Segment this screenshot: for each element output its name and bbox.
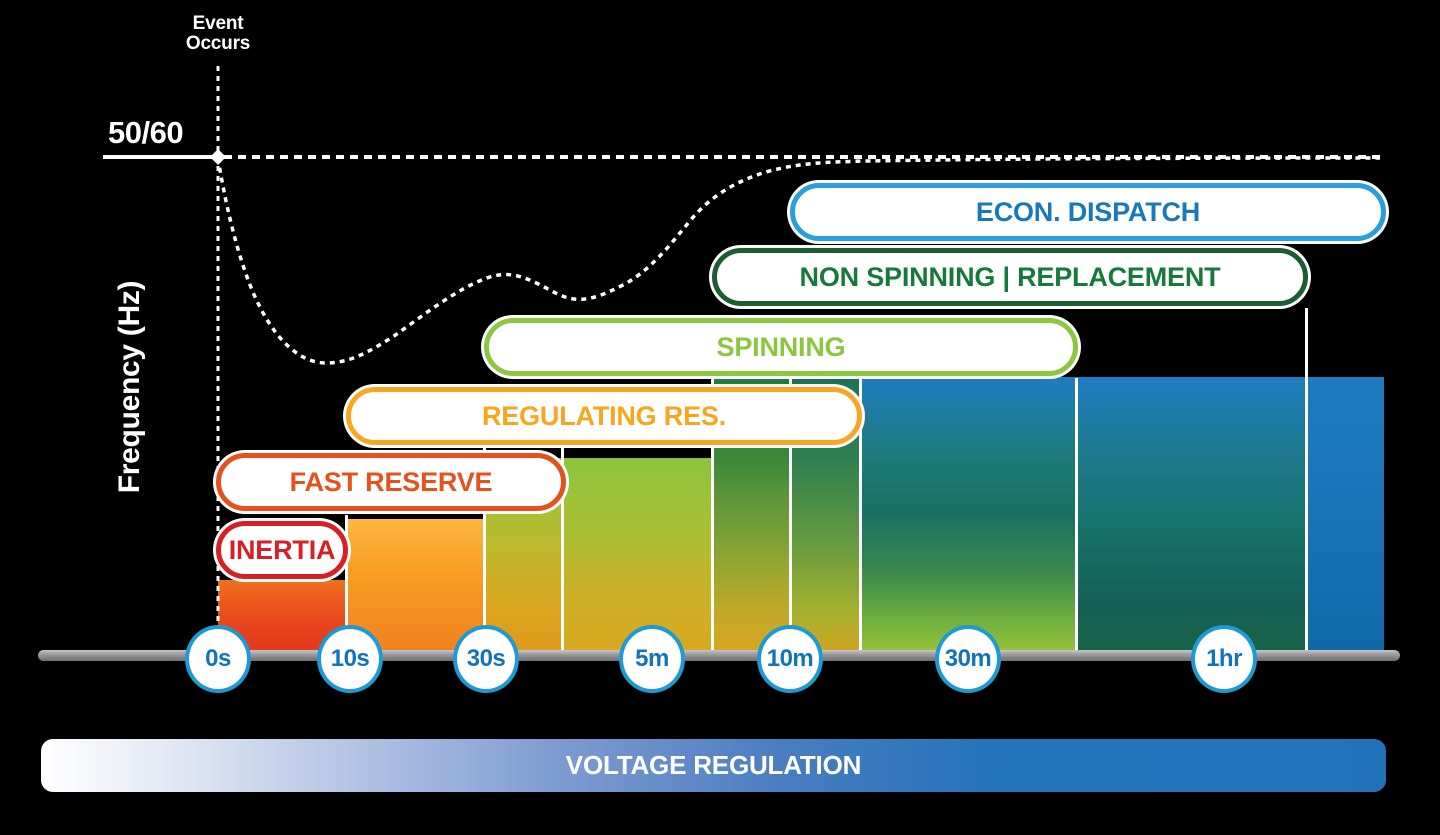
y-axis-label: Frequency (Hz) (113, 280, 146, 494)
pill-econ-dispatch: ECON. DISPATCH (790, 183, 1386, 241)
pill-inertia: INERTIA (216, 521, 348, 579)
pill-inertia-label: INERTIA (228, 534, 336, 565)
pill-spinning-label: SPINNING (716, 331, 846, 362)
separator-fast-reserve-end (561, 446, 564, 651)
time-axis-bar (38, 650, 1400, 661)
pill-econ-dispatch-label: ECON. DISPATCH (975, 196, 1201, 227)
time-marker-1hr: 1hr (1191, 625, 1257, 693)
bar-segment-late-teal (1076, 377, 1306, 651)
separator-non-spinning-start (711, 377, 714, 651)
time-marker-30m-label: 30m (944, 645, 992, 672)
pill-regulating-res: REGULATING RES. (346, 387, 862, 445)
separator-30s (483, 446, 486, 651)
time-marker-5m-label: 5m (635, 645, 669, 672)
event-occurs-line1: Event (192, 13, 244, 34)
separator-10m (789, 377, 792, 651)
voltage-regulation-bar: VOLTAGE REGULATION (41, 739, 1386, 792)
pill-spinning: SPINNING (484, 318, 1078, 376)
time-marker-30s-label: 30s (466, 645, 506, 672)
pill-non-spinning: NON SPINNING | REPLACEMENT (712, 248, 1308, 306)
event-occurs-label: Event Occurs (158, 14, 278, 54)
time-marker-5m: 5m (619, 625, 685, 693)
separator-regulating-end (859, 377, 862, 651)
time-marker-0s-label: 0s (205, 645, 231, 672)
time-marker-10m: 10m (757, 625, 823, 693)
bar-segment-fast-reserve (348, 519, 486, 651)
pill-fast-reserve-label: FAST RESERVE (289, 466, 493, 497)
pill-non-spinning-label: NON SPINNING | REPLACEMENT (799, 261, 1221, 292)
event-occurs-line2: Occurs (185, 33, 251, 54)
time-marker-30m: 30m (935, 625, 1001, 693)
bar-segment-regulating-2 (562, 458, 712, 651)
nominal-frequency-value: 50/60 (108, 115, 184, 150)
time-marker-10s: 10s (317, 625, 383, 693)
time-marker-10s-label: 10s (330, 645, 370, 672)
time-marker-30s: 30s (453, 625, 519, 693)
separator-spinning-end (1075, 378, 1078, 651)
separator-10s (345, 515, 348, 651)
frequency-curve (216, 156, 1381, 365)
voltage-regulation-label: VOLTAGE REGULATION (565, 750, 862, 780)
bar-segment-mid-teal (860, 377, 1076, 651)
time-marker-1hr-label: 1hr (1206, 645, 1242, 672)
pill-fast-reserve: FAST RESERVE (216, 453, 566, 511)
time-marker-0s: 0s (185, 625, 251, 693)
bar-segment-blue-end (1306, 377, 1384, 651)
time-marker-10m-label: 10m (766, 645, 814, 672)
pill-regulating-res-label: REGULATING RES. (481, 400, 726, 431)
separator-non-spinning-end (1305, 308, 1308, 651)
event-point-marker (210, 149, 226, 165)
